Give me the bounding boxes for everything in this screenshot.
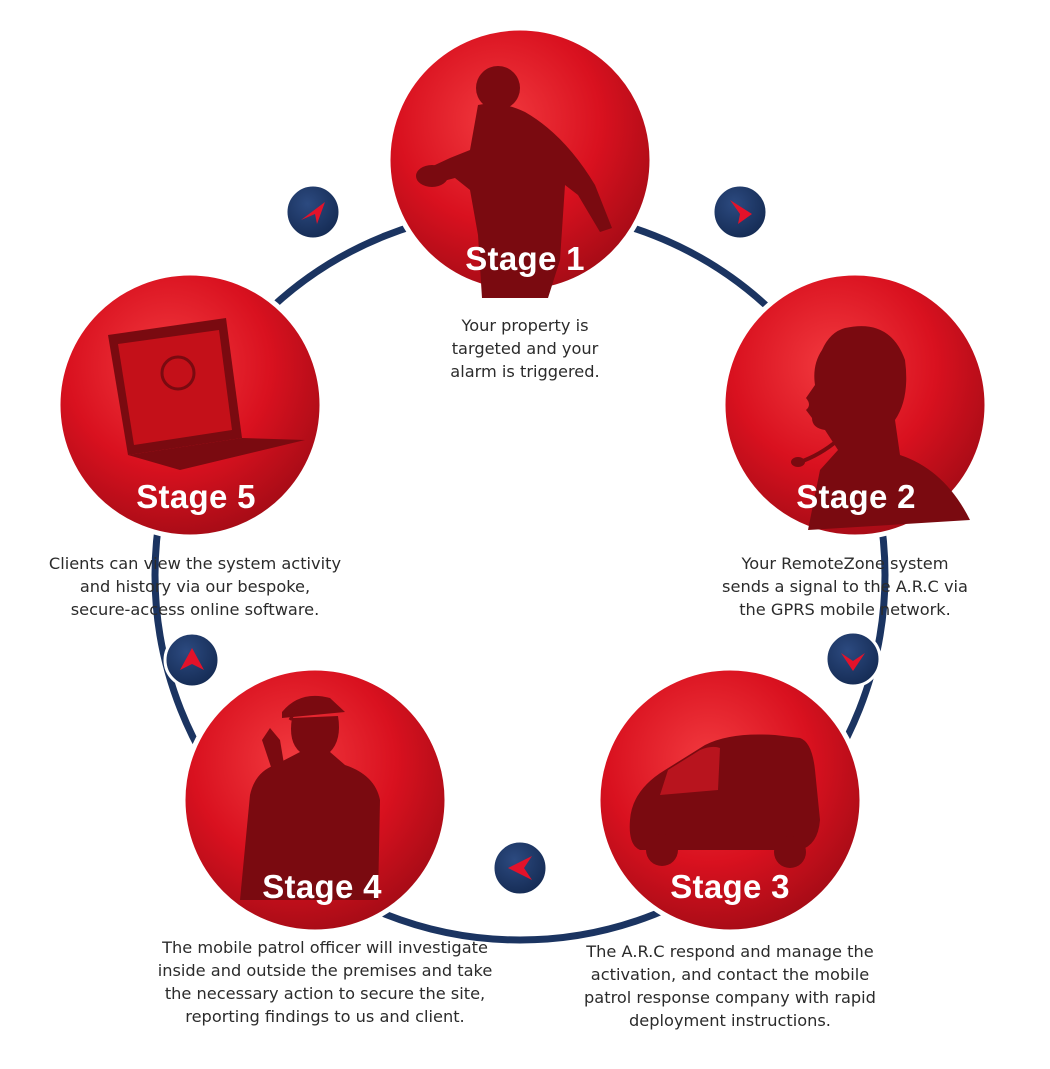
stage-3-description: The A.R.C respond and manage the activat… [584, 942, 876, 1030]
arrow-icon [730, 200, 752, 224]
stage-2-node: Stage 2 [720, 270, 990, 540]
power-symbol-icon [160, 355, 196, 391]
stage-1-description: Your property is targeted and your alarm… [450, 316, 600, 381]
connector-arrow-5-to-1 [284, 183, 342, 241]
stage-2-title: Stage 2 [796, 478, 916, 515]
stage-1-title: Stage 1 [465, 240, 585, 277]
arrow-icon [841, 653, 865, 671]
connector-arrow-1-to-2 [711, 183, 769, 241]
stage-4-title: Stage 4 [262, 868, 382, 905]
patrol-van-icon [629, 734, 820, 868]
connector-arrow-2-to-3 [824, 630, 882, 688]
stage-4-description: The mobile patrol officer will investiga… [157, 938, 493, 1026]
stage-5-description: Clients can view the system activity and… [48, 554, 342, 619]
connector-arrow-4-to-5 [163, 631, 221, 689]
connector-arrow-3-to-4 [491, 839, 549, 897]
burglar-icon [416, 66, 612, 298]
operator-headset-icon [791, 326, 970, 530]
stage-1-node: Stage 1 [385, 25, 655, 298]
laptop-icon [108, 318, 305, 470]
arrow-icon [180, 648, 204, 670]
stage-5-title: Stage 5 [136, 478, 256, 515]
stage-3-node: Stage 3 [595, 665, 865, 935]
patrol-officer-icon [240, 695, 380, 900]
arrow-icon [301, 202, 325, 224]
arrow-icon [508, 856, 532, 880]
stage-2-description: Your RemoteZone system sends a signal to… [722, 554, 968, 619]
stage-4-node: Stage 4 [180, 665, 450, 935]
stage-5-node: Stage 5 [55, 270, 325, 540]
stage-3-title: Stage 3 [670, 868, 790, 905]
